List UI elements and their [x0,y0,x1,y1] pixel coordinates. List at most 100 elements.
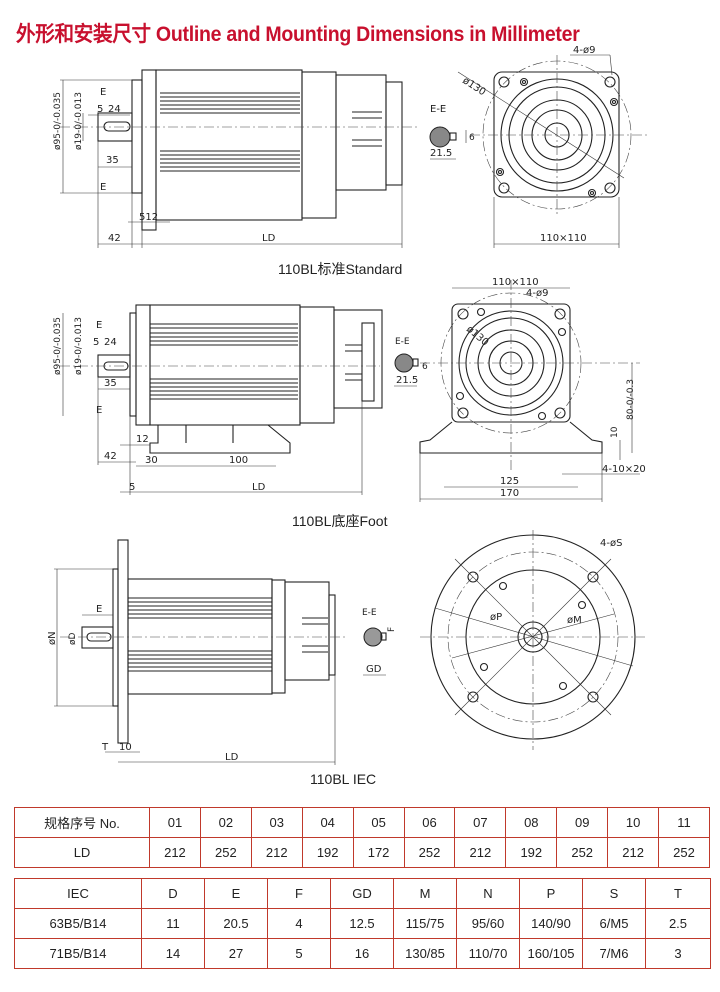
iec-cell: 110/70 [456,938,520,969]
iec-cell: 12.5 [330,908,394,939]
iec-header-cell: D [141,878,205,909]
dim-e: E [96,604,102,615]
technical-drawings: ø95-0/-0.035 ø19-0/-0.013 E E 5 24 35 5 1… [47,45,650,765]
dim-length: LD [225,752,239,763]
iec-front-view: øP øM 4-øS E-E F GD [362,530,645,750]
caption-iec: 110BL IEC [310,771,377,787]
iec-header-cell: S [582,878,646,909]
dim-key-width: 6 [422,362,428,372]
dim-key-len: 24 [108,104,121,115]
iec-header-cell: P [519,878,583,909]
iec-cell: 95/60 [456,908,520,939]
dim-foot-thk: 10 [610,426,620,438]
dim-foot-width: 170 [500,488,519,499]
fins [160,92,300,172]
page-title: 外形和安装尺寸 Outline and Mounting Dimensions … [16,23,580,46]
ld-number-cell: 11 [658,807,710,838]
section-mark-bottom: E [96,405,102,416]
ld-value-cell: 192 [301,837,354,868]
dim-key: 5 [97,104,103,115]
iec-cell: 115/75 [393,908,457,939]
dim-flange-dia: ø95-0/-0.035 [53,92,63,150]
ld-number-cell: 05 [352,807,405,838]
iec-cell: 11 [141,908,205,939]
iec-header-cell: M [393,878,457,909]
dim-flange-dia: ø95-0/-0.035 [53,317,63,375]
dim-30: 30 [145,455,158,466]
iec-cell: 71B5/B14 [14,938,142,969]
iec-cell: 16 [330,938,394,969]
ld-number-cell: 01 [149,807,201,838]
iec-header-cell: GD [330,878,394,909]
dim-shaft-ext: 42 [108,233,121,244]
iec-header-cell: N [456,878,520,909]
iec-cell: 130/85 [393,938,457,969]
iec-cell: 140/90 [519,908,583,939]
fins [150,323,298,400]
ld-value-cell: 192 [505,837,558,868]
dim-key: 5 [93,337,99,348]
iec-cell: 27 [204,938,268,969]
dim-12: 12 [136,434,149,445]
iec-cell: 14 [141,938,205,969]
iec-header-cell: IEC [14,878,142,909]
pilot [131,79,143,194]
section-label: E-E [430,104,446,115]
ld-number-cell: 09 [556,807,609,838]
flange-plate [141,69,157,231]
caption-foot: 110BL底座Foot [292,513,388,529]
dim-key-height: 21.5 [430,148,452,159]
iec-table: IEC D E F GD M N P S T 63B5/B14 11 20.5 … [14,878,711,969]
ld-number-cell: 10 [607,807,660,838]
dim-holes: 4-øS [600,538,622,549]
iec-header-cell: F [267,878,331,909]
section-mark-top: E [96,320,102,331]
mount-holes [495,76,619,198]
ld-value-cell: 252 [658,837,710,868]
ld-number-cell: 02 [199,807,252,838]
ld-number-cell: 07 [454,807,507,838]
dim-length: LD [262,233,276,244]
iec-table-row: 71B5/B14 14 27 5 16 130/85 110/70 160/10… [14,938,711,969]
iec-side-view: øN øD E T 10 LD [47,539,345,765]
iec-table-header-row: IEC D E F GD M N P S T [14,878,711,909]
ld-number-cell: 08 [505,807,558,838]
ld-table-header-label: 规格序号 No. [14,807,150,838]
standard-front-view: ø130 4-ø9 110×110 E-E 6 21.5 [429,45,650,248]
iec-cell: 6/M5 [582,908,646,939]
dim-holes: 4-ø9 [526,288,548,299]
ld-table-header-row: 规格序号 No. 01 02 03 04 05 06 07 08 09 10 1… [14,807,710,838]
ld-number-cell: 06 [403,807,456,838]
ld-number-cell: 03 [250,807,303,838]
iec-header-cell: E [204,878,268,909]
section-mark-bottom: E [100,182,106,193]
dim-key-height: 21.5 [396,375,418,386]
dim-holes: 4-ø9 [573,45,595,56]
ld-table: 规格序号 No. 01 02 03 04 05 06 07 08 09 10 1… [14,807,710,868]
iec-cell: 2.5 [645,908,711,939]
dim-pcd: ø130 [460,75,487,98]
iec-flange [117,539,129,744]
rear-box [335,74,387,191]
dim-5: 5 [129,482,135,493]
dim-length: LD [252,482,266,493]
dim-shaft-dia: ø19-0/-0.013 [74,317,84,375]
dim-m: øM [567,615,582,626]
dim-center-height: 80-0/-0.3 [626,379,636,420]
dim-foot-slots: 4-10×20 [602,464,646,475]
iec-table-row: 63B5/B14 11 20.5 4 12.5 115/75 95/60 140… [14,908,711,939]
iec-cell: 63B5/B14 [14,908,142,939]
fins [128,597,272,672]
iec-cell: 20.5 [204,908,268,939]
ld-table-row-label: LD [14,837,150,868]
dim-shaft-len: 35 [104,378,117,389]
standard-side-view: ø95-0/-0.035 ø19-0/-0.013 E E 5 24 35 51… [53,69,420,248]
section-label: E-E [395,337,410,347]
ld-value-cell: 252 [556,837,609,868]
dim-key-width: 6 [469,133,475,143]
iec-cell: 160/105 [519,938,583,969]
ld-value-cell: 252 [199,837,252,868]
ld-value-cell: 212 [149,837,201,868]
caption-standard: 110BL标准Standard [278,261,403,277]
dim-gd: GD [366,664,382,675]
